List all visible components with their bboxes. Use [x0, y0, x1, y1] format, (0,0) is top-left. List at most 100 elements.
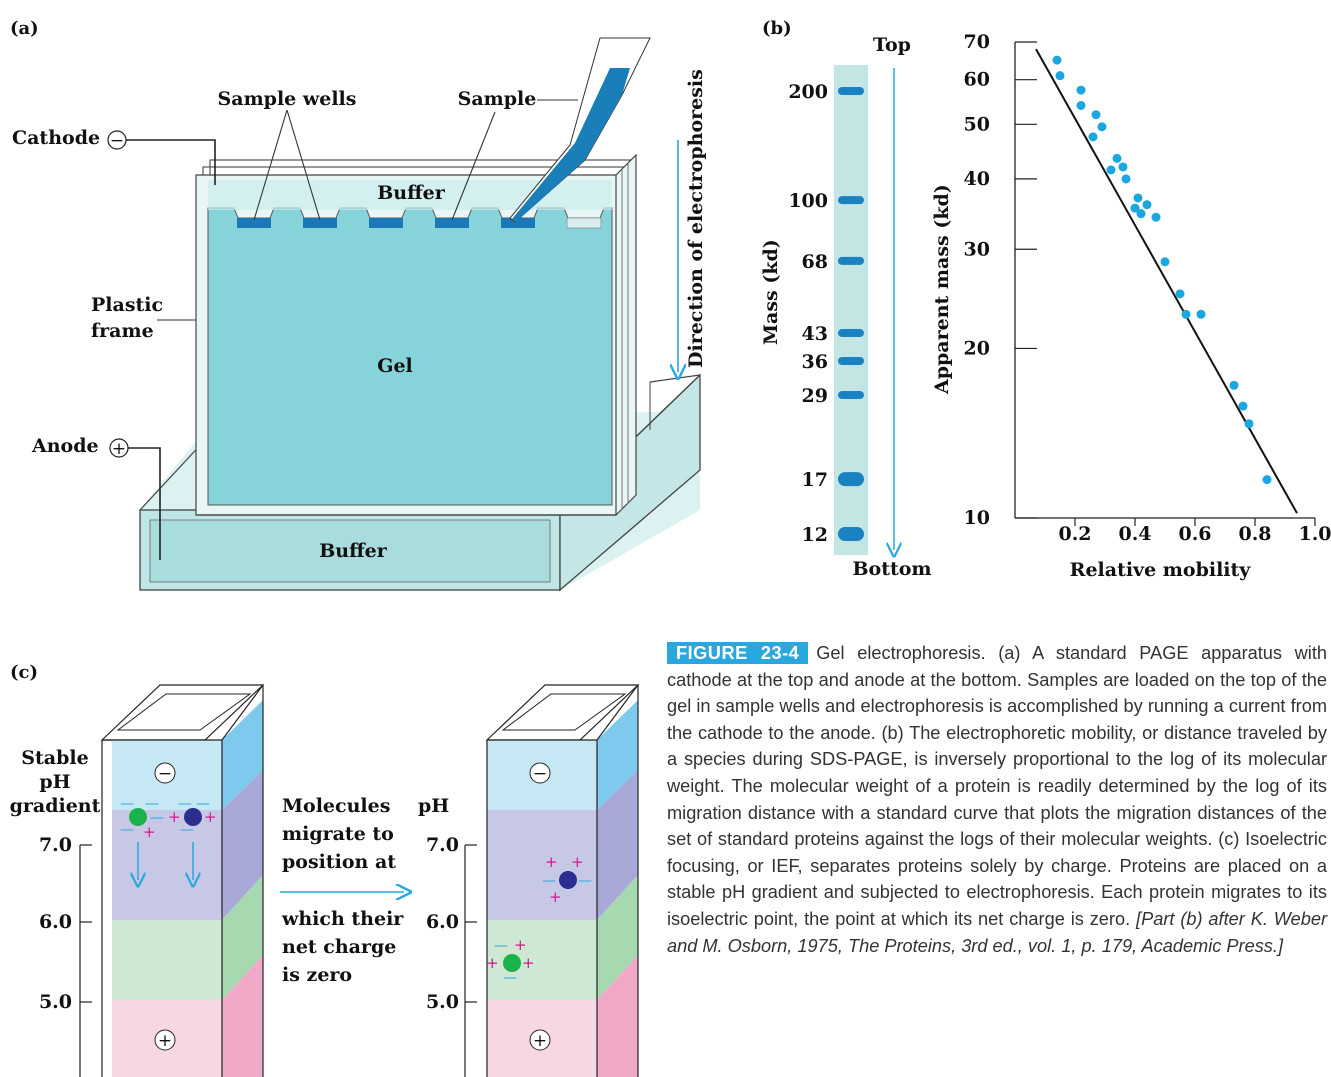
cathode-symbol: −	[107, 130, 127, 151]
x-tick-label: 0.4	[1118, 523, 1151, 545]
data-point	[1196, 309, 1206, 319]
band	[838, 329, 864, 338]
stable-ph-label-2: pH	[39, 771, 70, 793]
band	[838, 391, 864, 400]
svg-text:+: +	[486, 954, 499, 972]
band	[838, 527, 864, 541]
svg-text:net charge: net charge	[282, 936, 396, 958]
svg-text:pH: pH	[418, 795, 449, 817]
svg-text:+: +	[571, 853, 584, 871]
ph-scale-right: pH 7.0 6.0 5.0	[418, 795, 477, 1077]
data-point	[1151, 212, 1161, 222]
panel-c: (c) Stable pH gradient − +	[10, 662, 640, 1077]
svg-text:position at: position at	[282, 851, 396, 873]
data-point	[1238, 401, 1248, 411]
x-tick-label: 1.0	[1298, 523, 1331, 545]
svg-text:—: —	[503, 970, 517, 986]
svg-text:+: +	[112, 439, 126, 459]
data-point	[1052, 55, 1062, 65]
band-label: 12	[802, 524, 828, 546]
svg-text:—: —	[145, 796, 159, 812]
svg-text:+: +	[158, 1031, 172, 1051]
cathode-label: Cathode	[12, 127, 100, 149]
data-point	[1136, 209, 1146, 219]
svg-text:+: +	[549, 888, 562, 906]
data-point	[1142, 200, 1152, 210]
svg-text:+: +	[143, 823, 156, 841]
data-point	[1175, 289, 1185, 299]
electrode-wires	[126, 139, 216, 560]
y-tick-label: 40	[964, 168, 990, 190]
svg-text:+: +	[545, 853, 558, 871]
data-point	[1244, 419, 1254, 429]
direction-label: Direction of electrophoresis	[685, 69, 707, 368]
y-tick-label: 60	[964, 69, 990, 91]
svg-text:7.0: 7.0	[426, 834, 459, 856]
svg-text:—: —	[196, 796, 210, 812]
sample-label: Sample	[458, 88, 537, 110]
caption-citation: [Part (b) after K. Weber and M. Osborn, …	[667, 908, 1328, 956]
data-point	[1262, 475, 1272, 485]
data-point	[1118, 162, 1128, 172]
svg-text:+: +	[522, 954, 535, 972]
band-label: 29	[802, 385, 828, 407]
gel	[207, 180, 613, 506]
data-point	[1181, 309, 1191, 319]
x-tick-label: 0.2	[1058, 523, 1091, 545]
stable-ph-label-1: Stable	[21, 747, 88, 769]
buffer-top-label: Buffer	[377, 182, 446, 204]
y-tick-label: 10	[964, 507, 990, 529]
data-point	[1076, 85, 1086, 95]
buffer-bottom-label: Buffer	[319, 540, 388, 562]
ief-column-after: − + + + + — — + + + — —	[485, 684, 640, 1077]
blue-protein-before: + + — — —	[168, 796, 217, 838]
band-label: 68	[802, 251, 828, 273]
band-label: 200	[788, 81, 828, 103]
data-point	[1112, 153, 1122, 163]
svg-text:+: +	[514, 936, 527, 954]
fit-line	[1035, 48, 1298, 514]
svg-text:—: —	[494, 938, 508, 954]
data-point	[1076, 100, 1086, 110]
svg-text:which their: which their	[281, 908, 404, 930]
anode-label: Anode	[31, 435, 99, 457]
panel-c-label: (c)	[10, 662, 38, 683]
blue-protein-after: + + + — —	[542, 853, 592, 906]
svg-text:−: −	[158, 764, 172, 784]
green-protein-after: + + + — —	[486, 936, 535, 986]
band	[838, 357, 864, 366]
x-tick-label: 0.8	[1238, 523, 1271, 545]
svg-text:6.0: 6.0	[426, 911, 459, 933]
data-point	[1130, 203, 1140, 213]
ph-scale-left: 7.0 6.0 5.0	[39, 834, 92, 1077]
data-point	[1121, 174, 1131, 184]
stable-ph-label-3: gradient	[10, 795, 101, 817]
sample-wells-label: Sample wells	[218, 88, 357, 110]
green-protein-before: — — — — +	[120, 796, 164, 841]
band	[838, 256, 864, 265]
anode-symbol: +	[109, 438, 129, 459]
band	[838, 87, 864, 95]
svg-text:5.0: 5.0	[426, 991, 459, 1013]
data-point	[1091, 110, 1101, 120]
svg-text:—: —	[542, 873, 556, 889]
data-point	[1229, 380, 1239, 390]
gel-label: Gel	[377, 355, 413, 377]
band-label: 43	[802, 323, 828, 345]
x-tick-label: 0.6	[1178, 523, 1211, 545]
leader-lines	[157, 99, 578, 321]
x-axis-label: Relative mobility	[1070, 559, 1252, 581]
panel-b-label: (b)	[762, 18, 792, 39]
data-point	[1097, 122, 1107, 132]
plastic-frame-label-2: frame	[91, 320, 154, 342]
caption-text: Gel electrophoresis. (a) A standard PAGE…	[667, 643, 1327, 929]
sample-wells	[237, 218, 535, 228]
plastic-frame-label-1: Plastic	[91, 294, 163, 316]
data-point	[1106, 165, 1116, 175]
y-tick-label: 70	[964, 31, 990, 53]
standard-bands	[838, 87, 864, 541]
y-tick-label: 30	[964, 238, 990, 260]
